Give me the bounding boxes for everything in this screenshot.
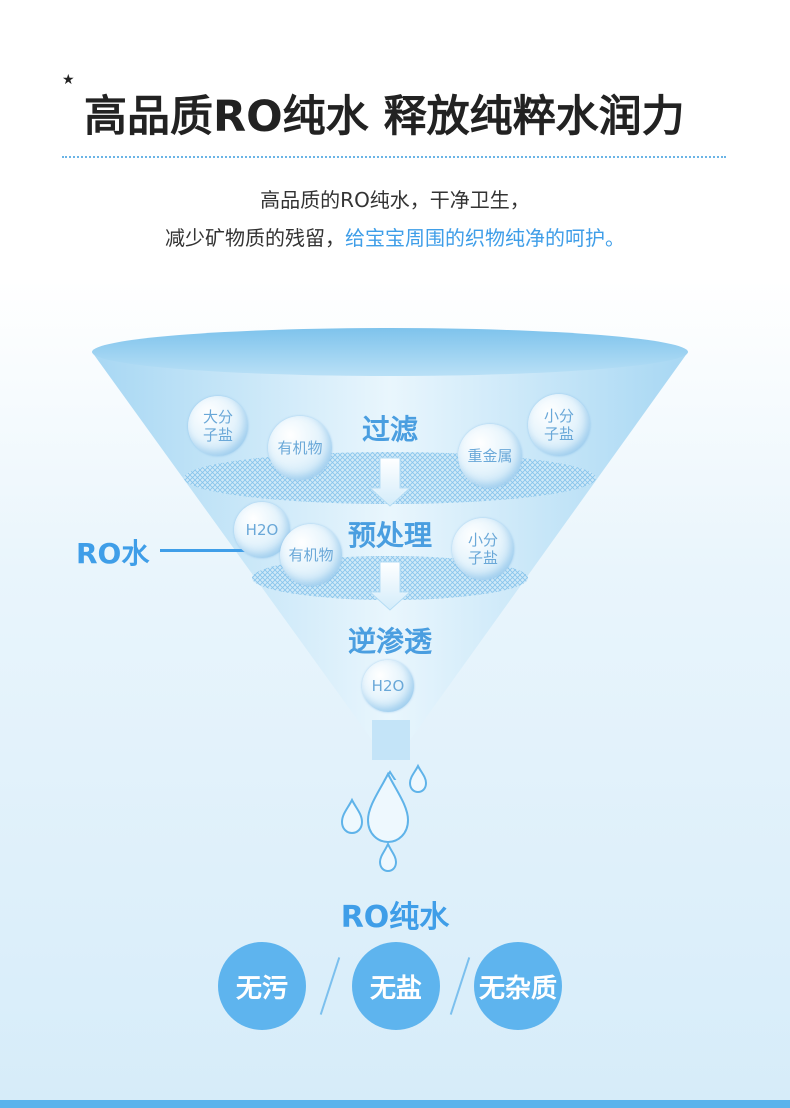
ro-pure-water-title: RO纯水 (340, 900, 450, 935)
subtitle-plain: 减少矿物质的残留， (165, 226, 345, 250)
ro-water-label: RO水 (76, 537, 150, 570)
arrow-down-icon (368, 561, 412, 611)
water-drop-icon (366, 771, 410, 844)
water-drop-icon (408, 763, 428, 794)
water-drops (340, 763, 428, 873)
bubble-heavy-metal: 重金属 (458, 424, 522, 488)
bubble-large-molecule-salt: 大分 子盐 (188, 396, 248, 456)
subtitle-line-1: 高品质的RO纯水，干净卫生， (260, 188, 530, 212)
bubble-small-molecule-salt: 小分 子盐 (452, 518, 514, 580)
page-title: 高品质RO纯水 释放纯粹水润力 (84, 92, 685, 142)
star-icon: ★ (62, 72, 75, 88)
dotted-divider (62, 156, 726, 158)
ro-pointer-line (160, 549, 256, 552)
stage-filter: 过滤 (361, 413, 418, 446)
bottom-bar (0, 1100, 790, 1108)
bubble-small-molecule-salt: 小分 子盐 (528, 394, 590, 456)
subtitle-line-2: 减少矿物质的残留，给宝宝周围的织物纯净的呵护。 (0, 222, 790, 251)
stage-pretreatment: 预处理 (347, 519, 432, 552)
badge-no-salt: 无盐 (352, 942, 440, 1030)
water-drop-icon (378, 841, 398, 873)
water-drop-icon (340, 797, 364, 835)
subtitle-highlight: 给宝宝周围的织物纯净的呵护。 (345, 226, 625, 250)
funnel-spout (372, 720, 410, 760)
badge-no-impurities: 无杂质 (474, 942, 562, 1030)
stage-reverse-osmosis: 逆渗透 (347, 625, 432, 658)
funnel-rim (92, 328, 688, 376)
badge-no-pollution: 无污 (218, 942, 306, 1030)
bubble-organic: 有机物 (268, 416, 332, 480)
arrow-down-icon (368, 457, 412, 507)
bubble-h2o: H2O (362, 660, 414, 712)
bubble-organic: 有机物 (280, 524, 342, 586)
